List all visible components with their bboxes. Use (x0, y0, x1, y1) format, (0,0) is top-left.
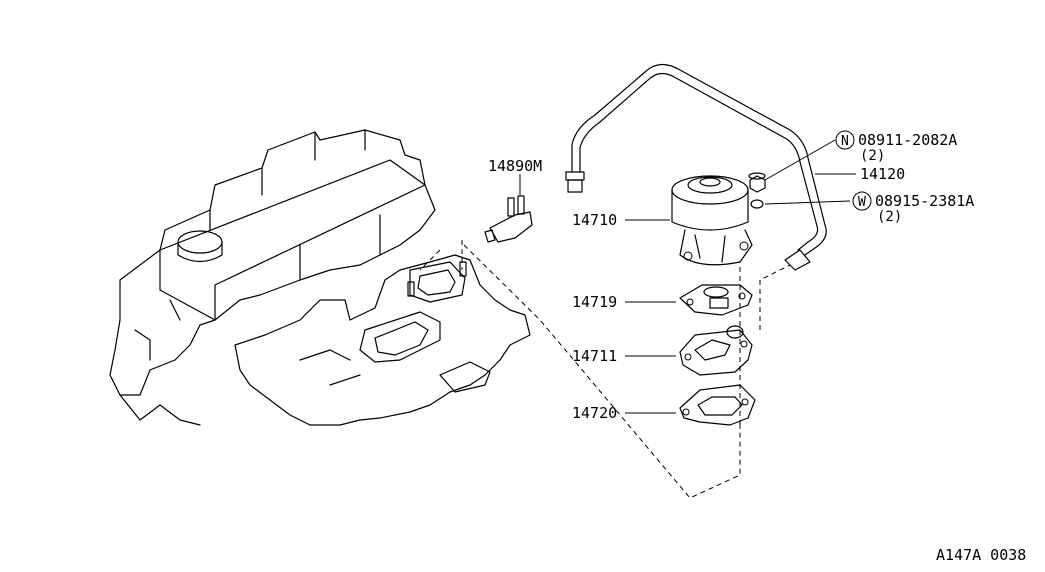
egr-valve-14710 (671, 175, 753, 266)
nut-and-washer (748, 172, 766, 209)
figure-code: A147A 0038 (936, 546, 1026, 564)
label-14711: 14711 (572, 347, 617, 365)
label-washer-qty: (2) (877, 209, 902, 225)
gasket-14720 (679, 384, 756, 426)
part-labels: 14890M 14710 14719 14711 14720 14120 N 0… (488, 131, 1026, 564)
assembly-dashed-lines (419, 240, 791, 499)
valve-14890m (484, 195, 533, 243)
label-nut-qty: (2) (860, 148, 885, 164)
label-14719: 14719 (572, 293, 617, 311)
intake-manifold (234, 254, 531, 426)
tube-14120 (565, 63, 827, 271)
nut-symbol-n: N (841, 134, 849, 149)
label-14720: 14720 (572, 404, 617, 422)
washer-symbol-w: W (858, 195, 866, 210)
adapter-14711 (679, 325, 753, 376)
leader-lines (519, 130, 872, 414)
label-08915-2381a: 08915-2381A (875, 192, 974, 210)
engine-block (109, 129, 436, 426)
label-08911-2082a: 08911-2082A (858, 131, 957, 149)
label-14710: 14710 (572, 211, 617, 229)
gasket-14719 (679, 284, 753, 316)
label-14890m: 14890M (488, 157, 542, 175)
label-14120: 14120 (860, 165, 905, 183)
